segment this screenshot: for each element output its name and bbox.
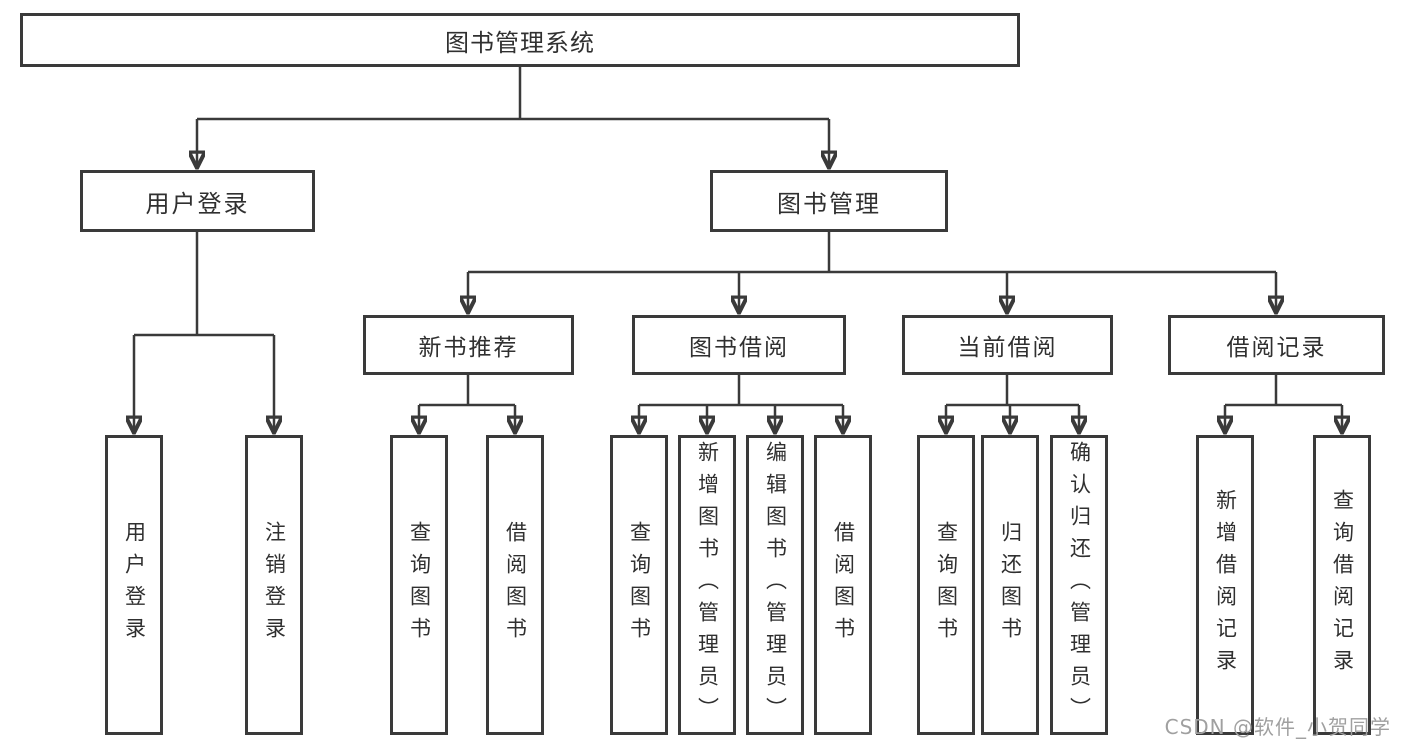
leaf-label: 借阅图书 bbox=[831, 521, 856, 649]
leaf-label: 用户登录 bbox=[122, 521, 147, 649]
node-current-borrowing: 当前借阅 bbox=[902, 315, 1113, 375]
node-borrowing-records: 借阅记录 bbox=[1168, 315, 1385, 375]
node-user-login: 用户登录 bbox=[80, 170, 315, 232]
leaf-label: 归还图书 bbox=[998, 521, 1023, 649]
leaf-newbook-query-books: 查询图书 bbox=[390, 435, 448, 735]
leaf-user-login: 用户登录 bbox=[105, 435, 163, 735]
leaf-logout: 注销登录 bbox=[245, 435, 303, 735]
leaf-label: 查询图书 bbox=[407, 521, 432, 649]
node-new-book-recommend: 新书推荐 bbox=[363, 315, 574, 375]
node-book-borrowing: 图书借阅 bbox=[632, 315, 846, 375]
leaf-borrow-add-books-admin: 新增图书（管理员） bbox=[678, 435, 736, 735]
node-root: 图书管理系统 bbox=[20, 13, 1020, 67]
leaf-current-return-books: 归还图书 bbox=[981, 435, 1039, 735]
leaf-borrow-borrow-books: 借阅图书 bbox=[814, 435, 872, 735]
leaf-label: 查询图书 bbox=[627, 521, 652, 649]
leaf-label: 新增借阅记录 bbox=[1213, 489, 1238, 681]
leaf-current-query-books: 查询图书 bbox=[917, 435, 975, 735]
leaf-records-query-record: 查询借阅记录 bbox=[1313, 435, 1371, 735]
leaf-label: 查询图书 bbox=[934, 521, 959, 649]
leaf-borrow-query-books: 查询图书 bbox=[610, 435, 668, 735]
leaf-label: 确认归还（管理员） bbox=[1067, 441, 1092, 729]
leaf-label: 新增图书（管理员） bbox=[695, 441, 720, 729]
leaf-borrow-edit-books-admin: 编辑图书（管理员） bbox=[746, 435, 804, 735]
leaf-records-add-record: 新增借阅记录 bbox=[1196, 435, 1254, 735]
leaf-newbook-borrow-books: 借阅图书 bbox=[486, 435, 544, 735]
csdn-watermark: CSDN @软件_小贺同学 bbox=[1164, 715, 1391, 739]
leaf-label: 编辑图书（管理员） bbox=[763, 441, 788, 729]
node-book-management: 图书管理 bbox=[710, 170, 948, 232]
leaf-label: 查询借阅记录 bbox=[1330, 489, 1355, 681]
leaf-label: 注销登录 bbox=[262, 521, 287, 649]
leaf-current-confirm-return-admin: 确认归还（管理员） bbox=[1050, 435, 1108, 735]
leaf-label: 借阅图书 bbox=[503, 521, 528, 649]
